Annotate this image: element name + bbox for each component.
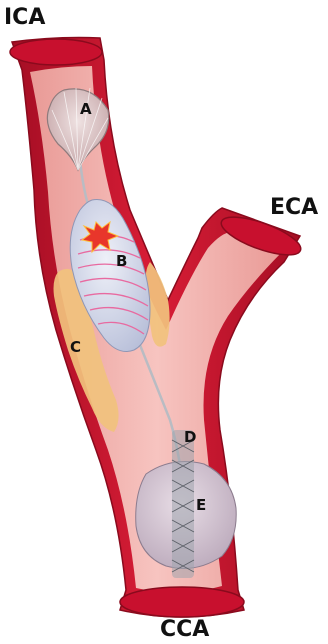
label-b-balloon: B (116, 252, 127, 270)
cca-label: CCA (160, 617, 209, 642)
label-a-filter: A (80, 100, 92, 118)
stent-mesh-tube (172, 430, 194, 578)
ica-label: ICA (4, 5, 45, 30)
label-d-stent-delivery: D (184, 428, 196, 446)
label-e-stent: E (196, 496, 206, 514)
eca-label: ECA (270, 195, 318, 220)
ica-opening (10, 39, 102, 65)
cca-opening (120, 587, 244, 617)
label-c-plaque: C (70, 338, 81, 356)
